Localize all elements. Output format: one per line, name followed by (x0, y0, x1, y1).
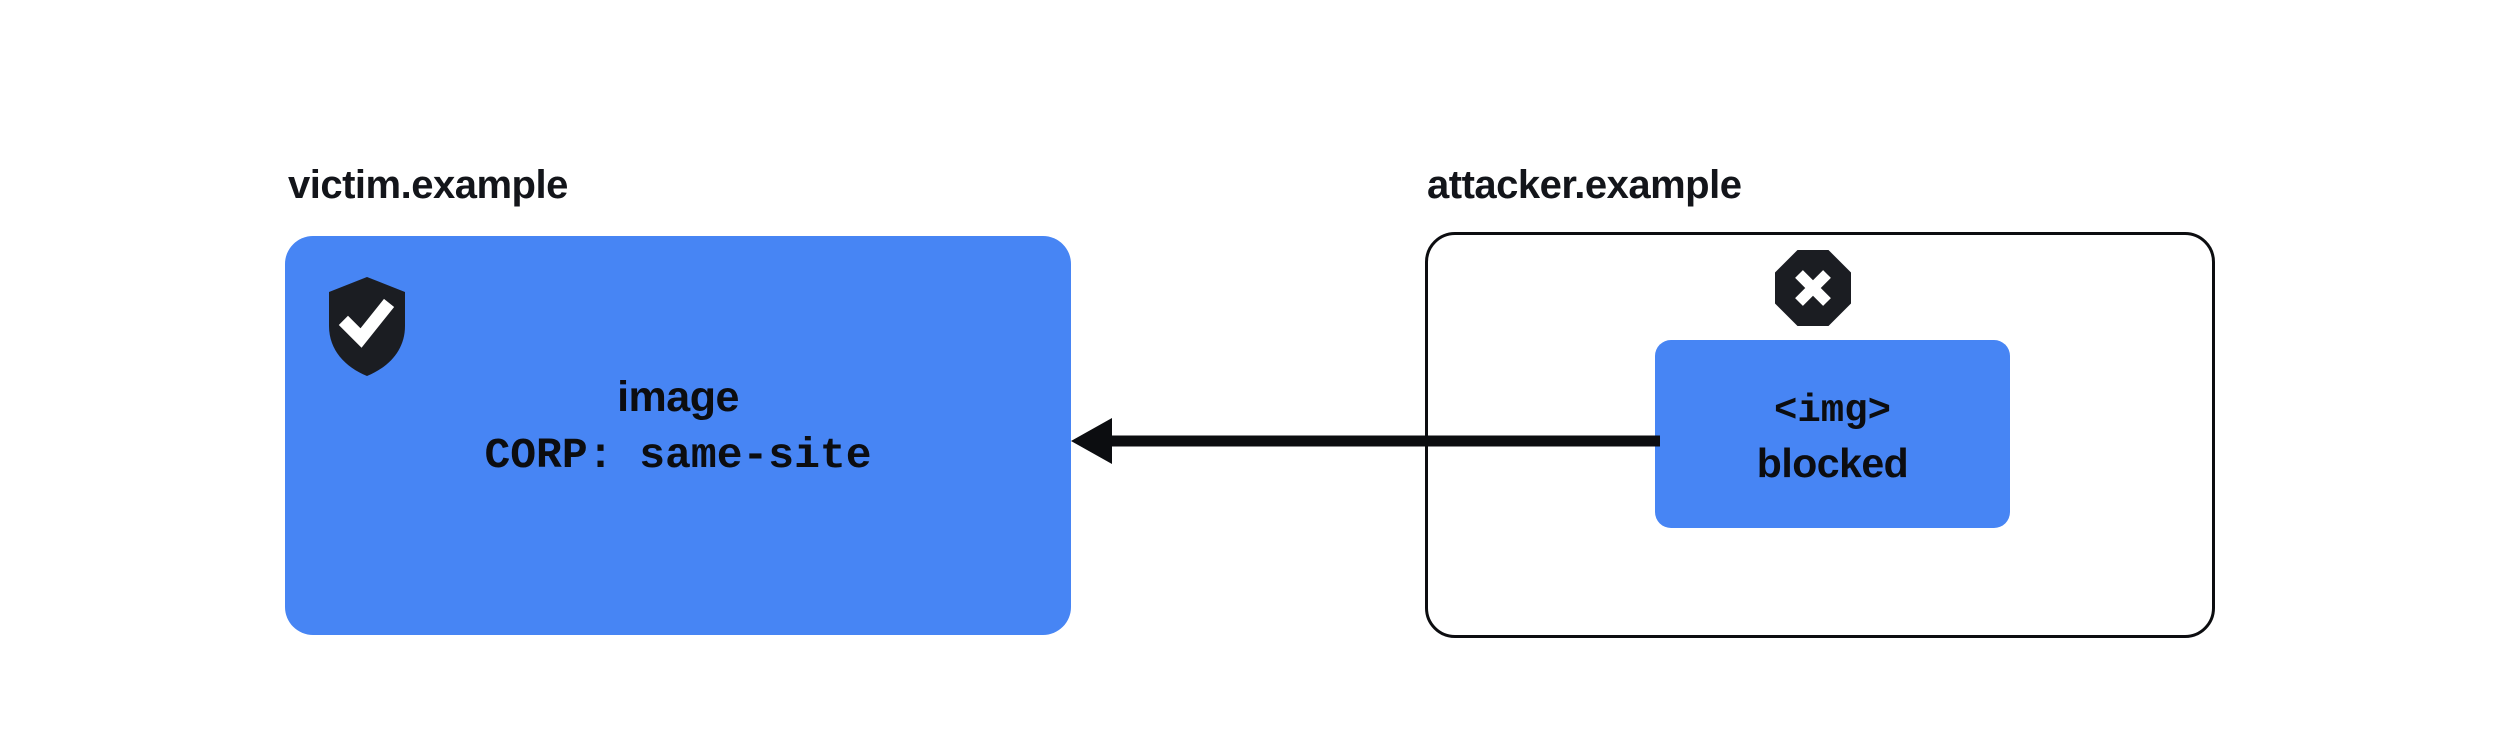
attacker-img-text: <img> blocked (1655, 385, 2010, 489)
attacker-origin-container (1425, 232, 2215, 638)
attacker-img-tag: <img> (1773, 389, 1892, 433)
shield-check-icon (327, 276, 407, 377)
attacker-img-status: blocked (1756, 440, 1909, 486)
octagon-x-icon (1774, 249, 1852, 327)
victim-resource-box (285, 236, 1071, 635)
cross-origin-request-arrow (1060, 410, 1660, 472)
victim-origin-label: victim.example (288, 163, 568, 207)
victim-resource-name: image (617, 373, 739, 421)
victim-resource-text: image CORP: same-site (285, 368, 1071, 486)
attacker-origin-label: attacker.example (1427, 163, 1742, 207)
attacker-img-element-box: <img> blocked (1655, 340, 2010, 528)
victim-corp-header: CORP: same-site (484, 431, 872, 480)
